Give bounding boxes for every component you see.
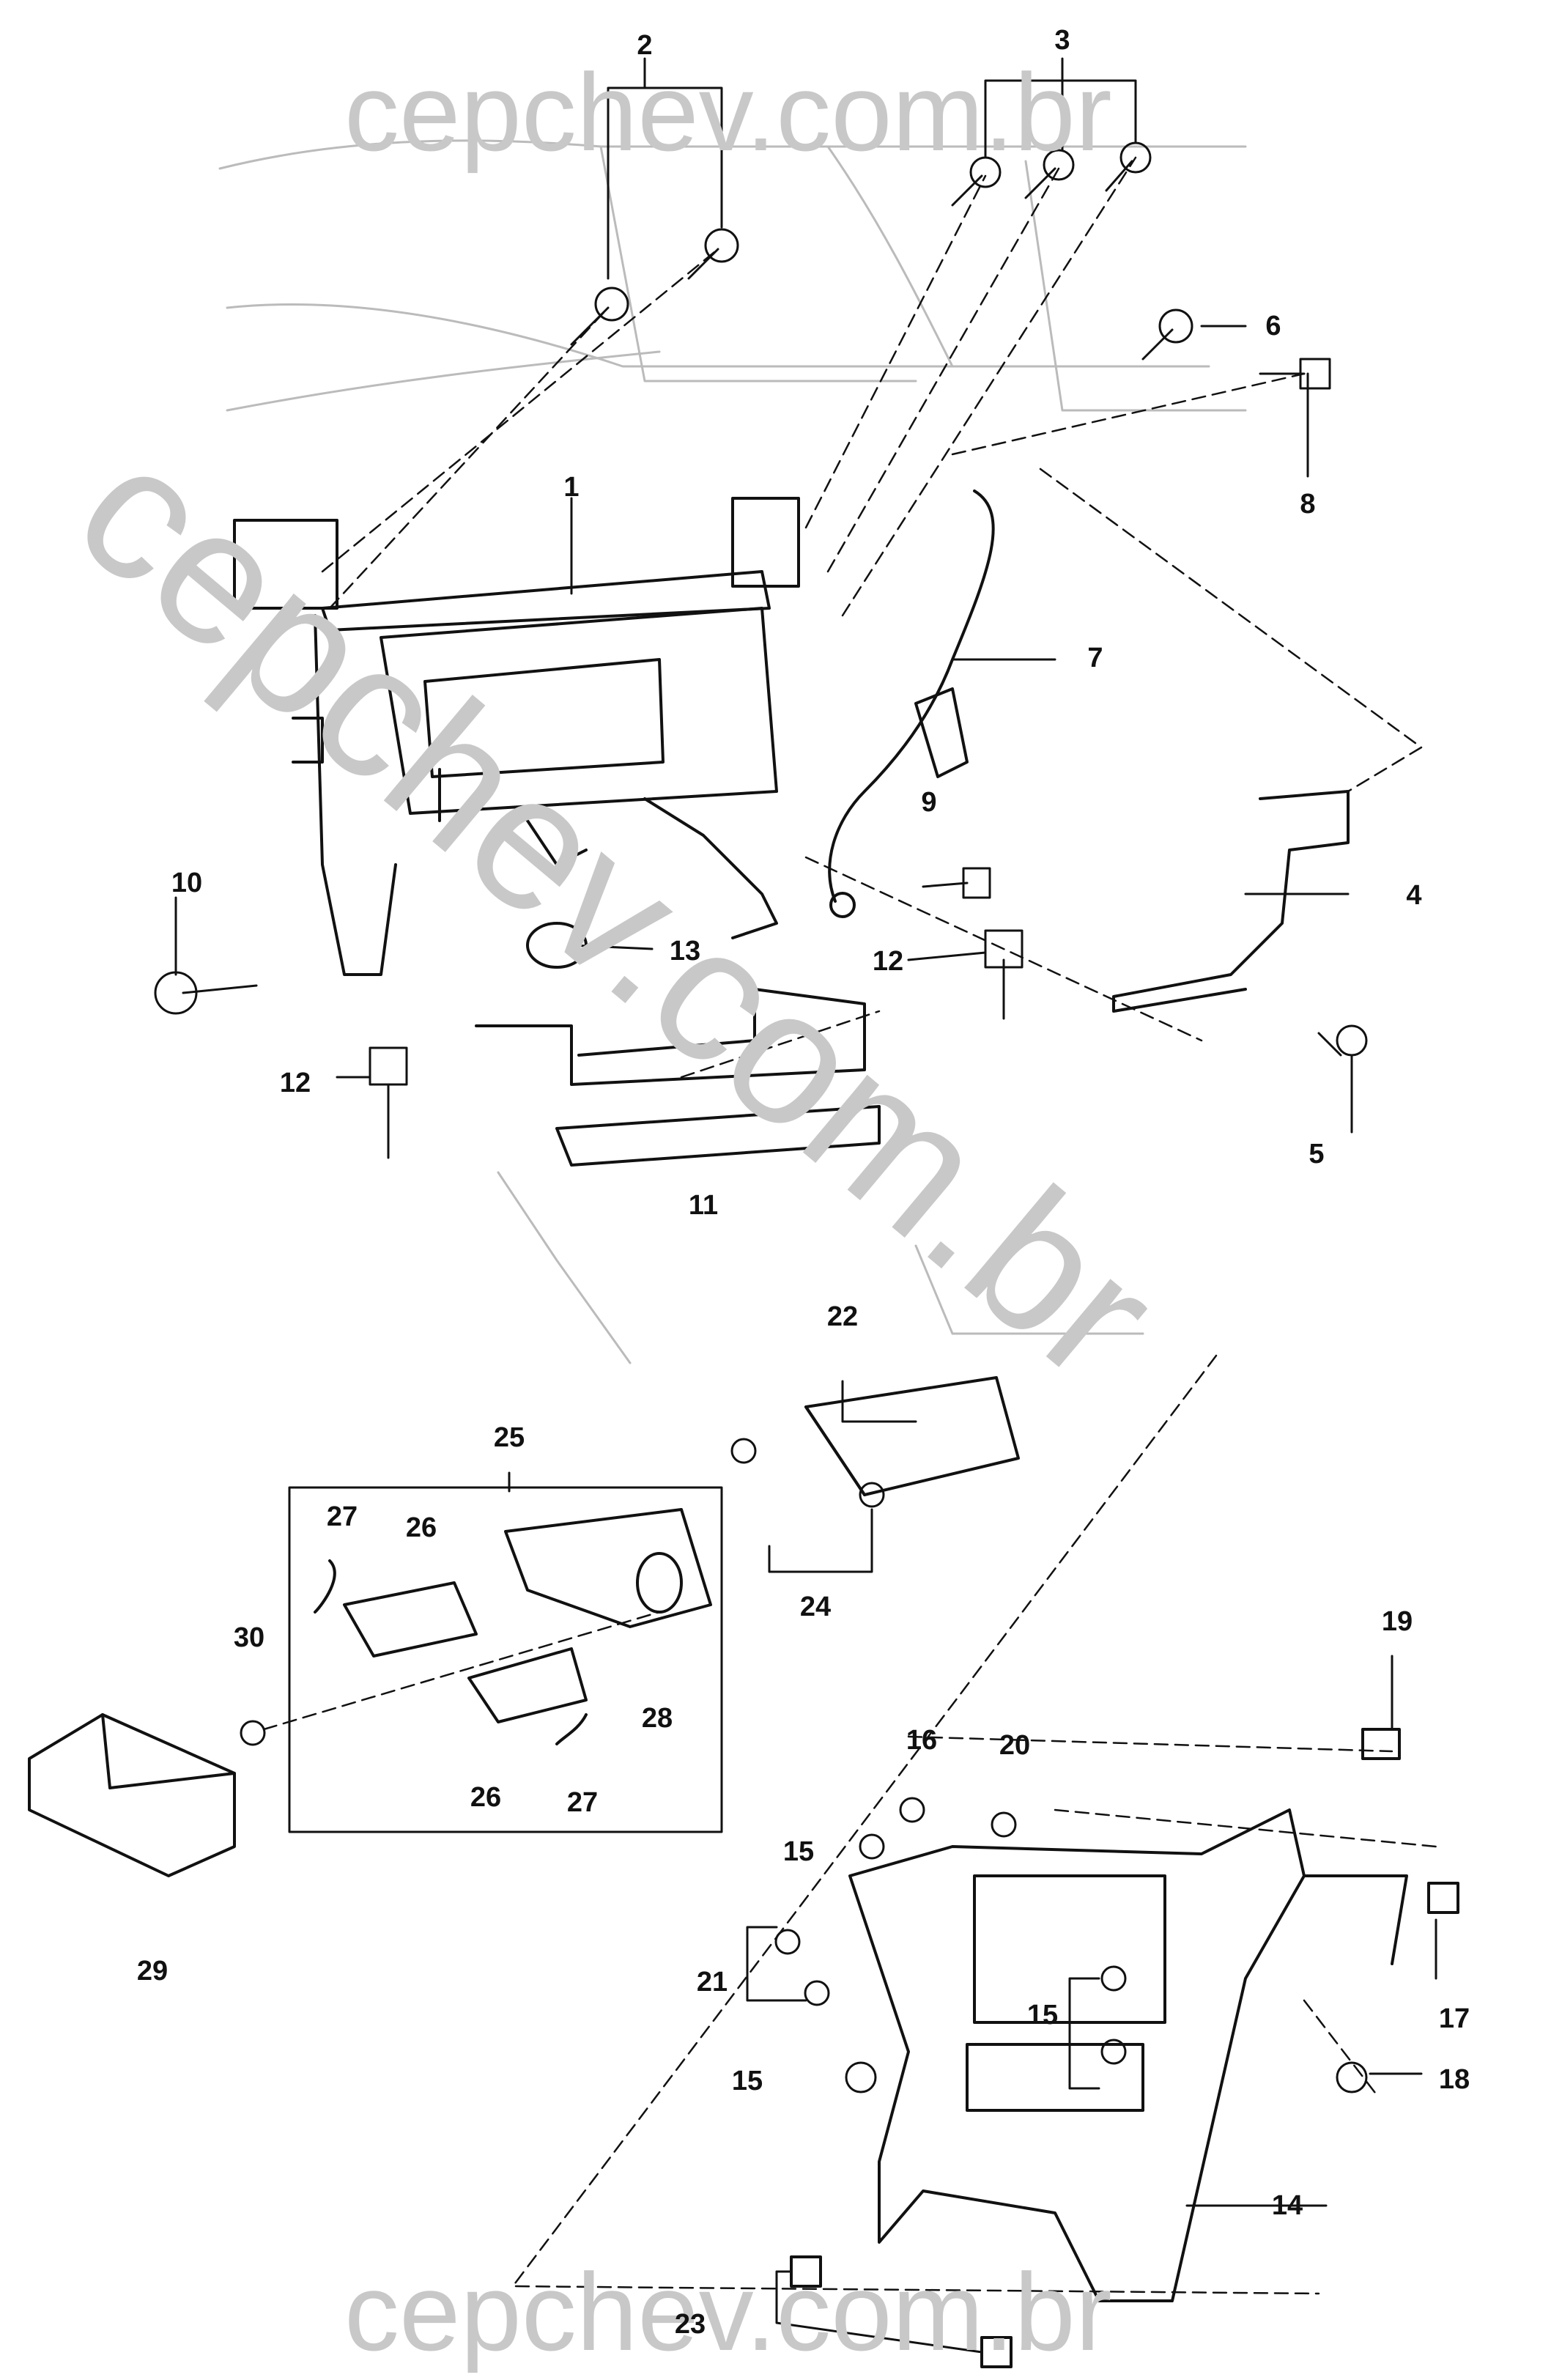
callout-9: 9 [921, 787, 937, 818]
callout-16: 16 [906, 1725, 938, 1756]
watermark-bottom: cepchev.com.br [344, 2250, 1112, 2373]
part-14-center-console [848, 1808, 1408, 2302]
callout-15-top: 15 [782, 1836, 815, 1867]
part-25-kit-frame [288, 1486, 723, 1833]
watermark-top: cepchev.com.br [344, 51, 1112, 174]
callout-21: 21 [696, 1967, 728, 1998]
callout-24: 24 [799, 1592, 832, 1622]
callout-23: 23 [674, 2309, 706, 2340]
callout-12-lower: 12 [279, 1068, 311, 1098]
callout-20: 20 [999, 1730, 1031, 1761]
part-26-vane-upper [343, 1581, 478, 1658]
part-11-lower-bracket [475, 988, 881, 1167]
callout-25: 25 [493, 1422, 525, 1453]
callout-22: 22 [826, 1301, 859, 1332]
callout-1: 1 [563, 472, 580, 503]
part-17-clip [1427, 1882, 1459, 1914]
callout-14: 14 [1271, 2190, 1303, 2221]
callout-7: 7 [1087, 643, 1103, 673]
callout-19: 19 [1381, 1606, 1413, 1637]
callout-3: 3 [1054, 25, 1070, 56]
callout-8: 8 [1300, 489, 1316, 520]
part-27-spring-lower [555, 1713, 588, 1745]
callout-26-upper: 26 [405, 1512, 437, 1543]
callout-5: 5 [1309, 1139, 1325, 1169]
part-26-vane-lower [467, 1647, 588, 1723]
callout-29: 29 [136, 1956, 169, 1987]
callout-18: 18 [1438, 2064, 1470, 2095]
callout-12-upper: 12 [872, 946, 904, 977]
callout-11: 11 [688, 1190, 719, 1221]
part-22-air-duct [804, 1376, 1020, 1496]
callout-27-lower: 27 [566, 1787, 599, 1818]
callout-30: 30 [233, 1622, 265, 1653]
callout-17: 17 [1438, 2003, 1470, 2034]
part-29-ashtray [28, 1713, 236, 1877]
part-27-spring-upper [314, 1559, 336, 1614]
part-28-outlet-housing [504, 1508, 712, 1628]
callout-28: 28 [641, 1703, 673, 1734]
part-7-support-rod [828, 489, 995, 918]
alignment-lines [262, 156, 1437, 2295]
leader-lines [174, 57, 1437, 2354]
callout-4: 4 [1406, 880, 1422, 911]
callout-26-lower: 26 [470, 1782, 502, 1813]
callout-6: 6 [1265, 311, 1281, 341]
callout-15-right: 15 [1026, 2000, 1059, 2030]
fasteners-bottom [240, 1438, 1368, 2093]
part-19-clip [1361, 1728, 1401, 1760]
callout-27-upper: 27 [326, 1501, 358, 1532]
callout-2: 2 [637, 30, 653, 61]
part-1-radio-bracket [233, 497, 800, 976]
callout-15-bottom: 15 [731, 2066, 763, 2096]
callout-13: 13 [669, 936, 701, 967]
callout-10: 10 [171, 868, 203, 898]
part-4-side-bracket [1112, 790, 1350, 1013]
